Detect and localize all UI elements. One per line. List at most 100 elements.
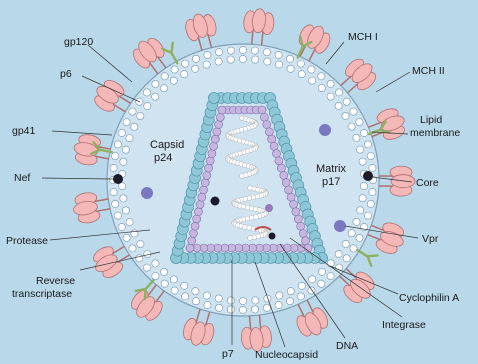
matrix-bead: [239, 55, 246, 62]
matrix-bead: [152, 260, 159, 267]
matrix-bead: [335, 250, 342, 257]
lipid-bead: [112, 153, 119, 160]
label-cyclophilin-a: Cyclophilin A: [399, 292, 459, 304]
lipid-bead: [318, 73, 325, 80]
lipid-bead: [369, 188, 376, 195]
lipid-bead: [192, 298, 199, 305]
capsid-inner-bead: [268, 135, 276, 143]
lipid-bead: [239, 46, 246, 53]
matrix-bead: [181, 282, 188, 289]
label-protease: Protease: [6, 235, 48, 247]
capsid-inner-bead: [205, 164, 213, 172]
lipid-bead: [350, 108, 357, 115]
lipid-bead: [367, 153, 374, 160]
label-mch-i: MCH I: [348, 31, 378, 43]
rna-bead: [240, 174, 245, 179]
label-mch-ii: MCH II: [412, 65, 445, 77]
lipid-bead: [112, 200, 119, 207]
matrix-bead: [192, 65, 199, 72]
lipid-bead: [216, 304, 223, 311]
matrix-protein-blob: [319, 124, 331, 136]
lipid-bead: [129, 245, 136, 252]
capsid-inner-bead: [188, 237, 196, 245]
matrix-bead: [203, 61, 210, 68]
lipid-bead: [356, 119, 363, 126]
reverse-transcriptase-protein: [265, 204, 273, 212]
lipid-bead: [123, 119, 130, 126]
capsid-inner-bead: [297, 222, 305, 230]
matrix-bead: [170, 276, 177, 283]
matrix-bead: [357, 146, 364, 153]
lipid-bead: [343, 98, 350, 105]
lipid-bead: [263, 304, 270, 311]
lipid-bead: [114, 212, 121, 219]
capsid-inner-bead: [263, 121, 271, 129]
capsid-inner-bead: [273, 150, 281, 158]
label-dna: DNA: [336, 340, 358, 352]
lipid-bead: [118, 223, 125, 230]
matrix-bead: [203, 292, 210, 299]
lipid-bead: [110, 188, 117, 195]
nef-protein: [113, 174, 123, 184]
capsid-inner-bead: [280, 171, 288, 179]
protein-blob-left: [141, 187, 153, 199]
matrix-bead: [215, 295, 222, 302]
capsid-inner-bead: [211, 135, 219, 143]
matrix-bead: [309, 276, 316, 283]
capsid-inner-bead: [299, 230, 307, 238]
matrix-bead: [287, 288, 294, 295]
matrix-bead: [298, 282, 305, 289]
rna-bead: [249, 215, 254, 220]
matrix-bead: [227, 297, 234, 304]
capsid-inner-bead: [206, 157, 214, 165]
matrix-bead: [137, 113, 144, 120]
lipid-bead: [297, 293, 304, 300]
capsid-inner-bead: [213, 128, 221, 136]
lipid-bead: [227, 47, 234, 54]
lipid-bead: [327, 273, 334, 280]
lipid-bead: [204, 51, 211, 58]
capsid-inner-bead: [194, 208, 202, 216]
lipid-bead: [367, 200, 374, 207]
matrix-bead: [152, 93, 159, 100]
lipid-bead: [152, 273, 159, 280]
matrix-bead: [161, 85, 168, 92]
matrix-bead: [287, 65, 294, 72]
capsid-inner-bead: [216, 113, 224, 121]
matrix-bead: [144, 102, 151, 109]
matrix-bead: [335, 102, 342, 109]
matrix-bead: [353, 134, 360, 141]
matrix-bead: [215, 58, 222, 65]
lipid-bead: [171, 287, 178, 294]
matrix-bead: [120, 158, 127, 165]
capsid-inner-bead: [285, 186, 293, 194]
matrix-bead: [192, 288, 199, 295]
matrix-bead: [298, 71, 305, 78]
capsid-inner-bead: [277, 164, 285, 172]
label-reverse-transcriptase-line1: Reverse: [36, 275, 75, 287]
matrix-bead: [120, 195, 127, 202]
capsid-inner-bead: [294, 215, 302, 223]
lipid-bead: [129, 108, 136, 115]
lipid-bead: [192, 55, 199, 62]
matrix-bead: [318, 85, 325, 92]
capsid-inner-bead: [282, 179, 290, 187]
label-nucleocapsid: Nucleocapsid: [255, 349, 318, 361]
core-marker-protein: [363, 171, 373, 181]
matrix-bead: [342, 112, 349, 119]
label-p6: p6: [60, 68, 72, 80]
lipid-bead: [343, 255, 350, 262]
capsid-inner-bead: [287, 193, 295, 201]
lipid-bead: [364, 141, 371, 148]
capsid-inner-bead: [186, 244, 194, 252]
matrix-bead: [327, 93, 334, 100]
protease-protein: [211, 197, 220, 206]
matrix-bead: [318, 268, 325, 275]
label-lipid-line1: Lipid: [420, 114, 442, 126]
lipid-bead: [216, 49, 223, 56]
lipid-bead: [204, 301, 211, 308]
capsid-inner-bead: [191, 222, 199, 230]
matrix-bead: [126, 219, 133, 226]
capsid-inner-bead: [258, 106, 266, 114]
